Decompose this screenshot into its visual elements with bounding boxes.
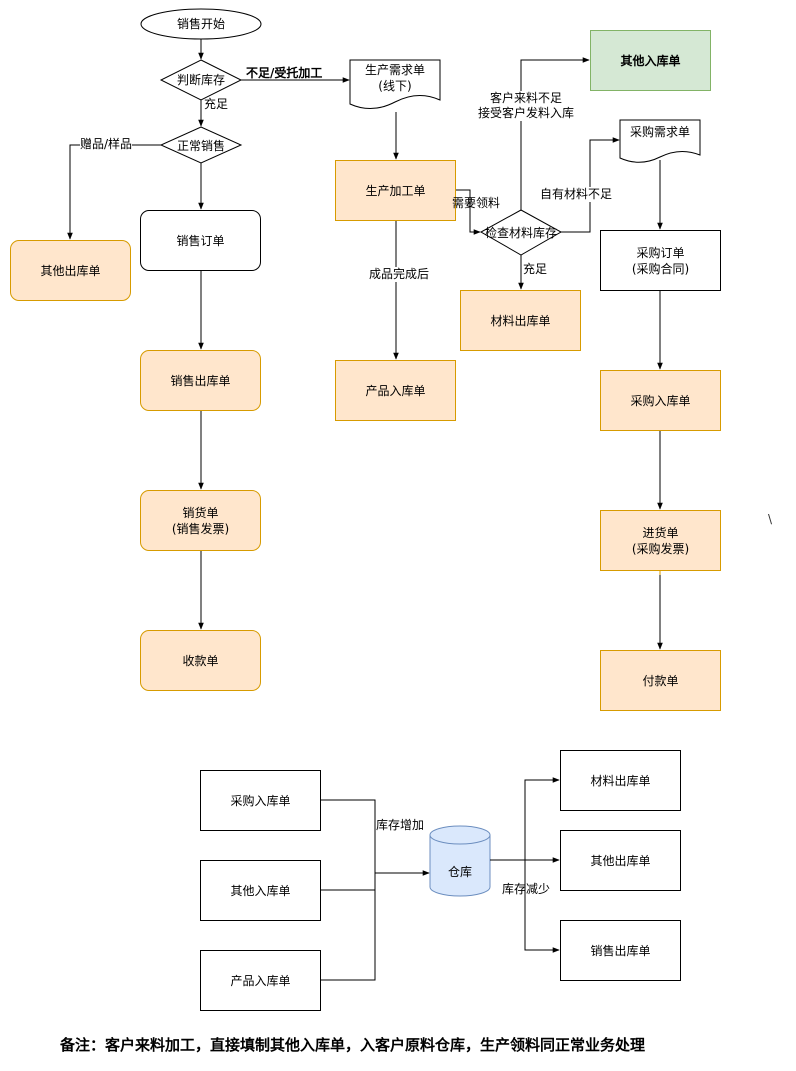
production-demand-label: 生产需求单 (线下) [364,63,425,93]
purchase-invoice-node: 进货单 (采购发票) [600,510,721,571]
purchase-demand-doc [619,119,701,163]
check-material-label: 检查材料库存 [484,226,557,240]
start-label: 销售开始 [176,17,225,31]
purchase-demand-label: 采购需求单 [629,125,690,139]
edge-label-material-sufficient: 充足 [523,262,548,277]
judge-stock-label: 判断库存 [176,73,225,87]
edge-label-gift-sample: 赠品/样品 [80,137,133,152]
warehouse-label: 仓库 [447,865,472,879]
wh-output-sales: 销售出库单 [560,920,681,981]
label-decrease: 库存减少 [502,882,551,896]
label-increase: 库存增加 [376,818,425,833]
edge-label-own-material: 自有材料不足 [540,187,613,202]
other-outbound-node: 其他出库单 [10,240,131,301]
sales-invoice-node: 销货单 (销售发票) [140,490,261,551]
footnote: 备注：客户来料加工，直接填制其他入库单，入客户原料仓库，生产领料同正常业务处理 [60,1036,646,1054]
edge-label-sufficient: 充足 [204,97,229,111]
sales-order-node: 销售订单 [140,210,261,271]
edge-label-finished: 成品完成后 [369,267,430,282]
wh-input-other: 其他入库单 [200,860,321,921]
purchase-inbound-node: 采购入库单 [600,370,721,431]
purchase-order-node: 采购订单 (采购合同) [600,230,721,291]
stray-mark: \ [768,512,773,526]
production-demand-doc [349,59,441,109]
edge-label-customer-material: 客户来料不足 接受客户发料入库 [478,91,575,121]
edge-label-insufficient: 不足/受托加工 [246,66,323,80]
other-inbound-node: 其他入库单 [590,30,711,91]
sales-outbound-node: 销售出库单 [140,350,261,411]
wh-output-other: 其他出库单 [560,830,681,891]
payment-node: 付款单 [600,650,721,711]
receipt-node: 收款单 [140,630,261,691]
wh-output-material: 材料出库单 [560,750,681,811]
material-outbound-node: 材料出库单 [460,290,581,351]
product-inbound-node: 产品入库单 [335,360,456,421]
edge-label-need-material: 需要领料 [452,196,501,210]
wh-input-purchase: 采购入库单 [200,770,321,831]
normal-sale-label: 正常销售 [176,139,225,153]
production-order-node: 生产加工单 [335,160,456,221]
warehouse-cylinder [429,825,491,897]
wh-input-product: 产品入库单 [200,950,321,1011]
